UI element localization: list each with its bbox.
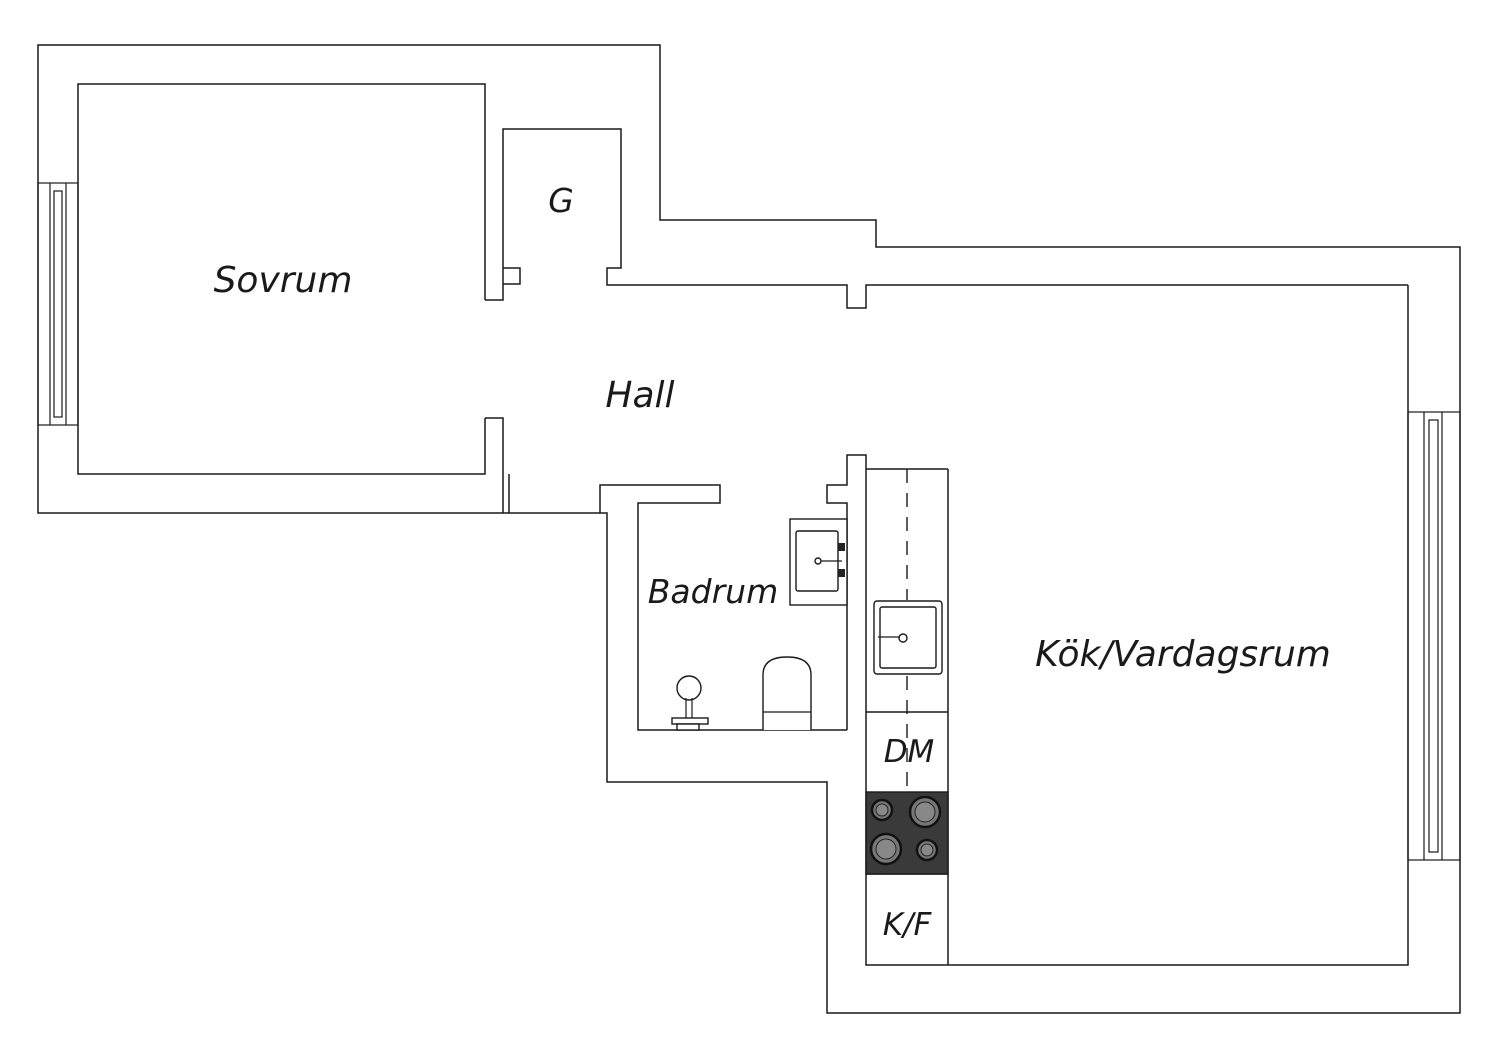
room-label-bathroom: Badrum <box>648 572 778 611</box>
storage-jamb-left <box>503 267 521 285</box>
room-label-hall: Hall <box>605 375 674 416</box>
bedroom-door-jamb-top <box>485 284 504 301</box>
toilet <box>762 656 812 730</box>
shower <box>671 675 709 731</box>
bathroom-sink <box>789 518 848 606</box>
room-label-sovrum: Sovrum <box>214 260 353 301</box>
living-window <box>1407 411 1461 861</box>
outer-wall <box>37 44 1461 1014</box>
room-label-storage: G <box>548 181 574 220</box>
bedroom-door-jamb-bottom <box>485 417 504 513</box>
living-wall <box>826 285 1409 966</box>
bathroom-wall <box>599 484 847 731</box>
bedroom-window <box>37 182 79 426</box>
room-label-fridge-freezer: K/F <box>883 907 933 943</box>
stove <box>865 791 949 875</box>
storage-wall <box>502 128 1408 309</box>
kitchen-sink <box>873 600 943 675</box>
kitchen-counter <box>866 468 949 965</box>
room-label-dishwasher: DM <box>884 734 935 770</box>
room-label-kitchen-living: Kök/Vardagsrum <box>1035 634 1331 675</box>
